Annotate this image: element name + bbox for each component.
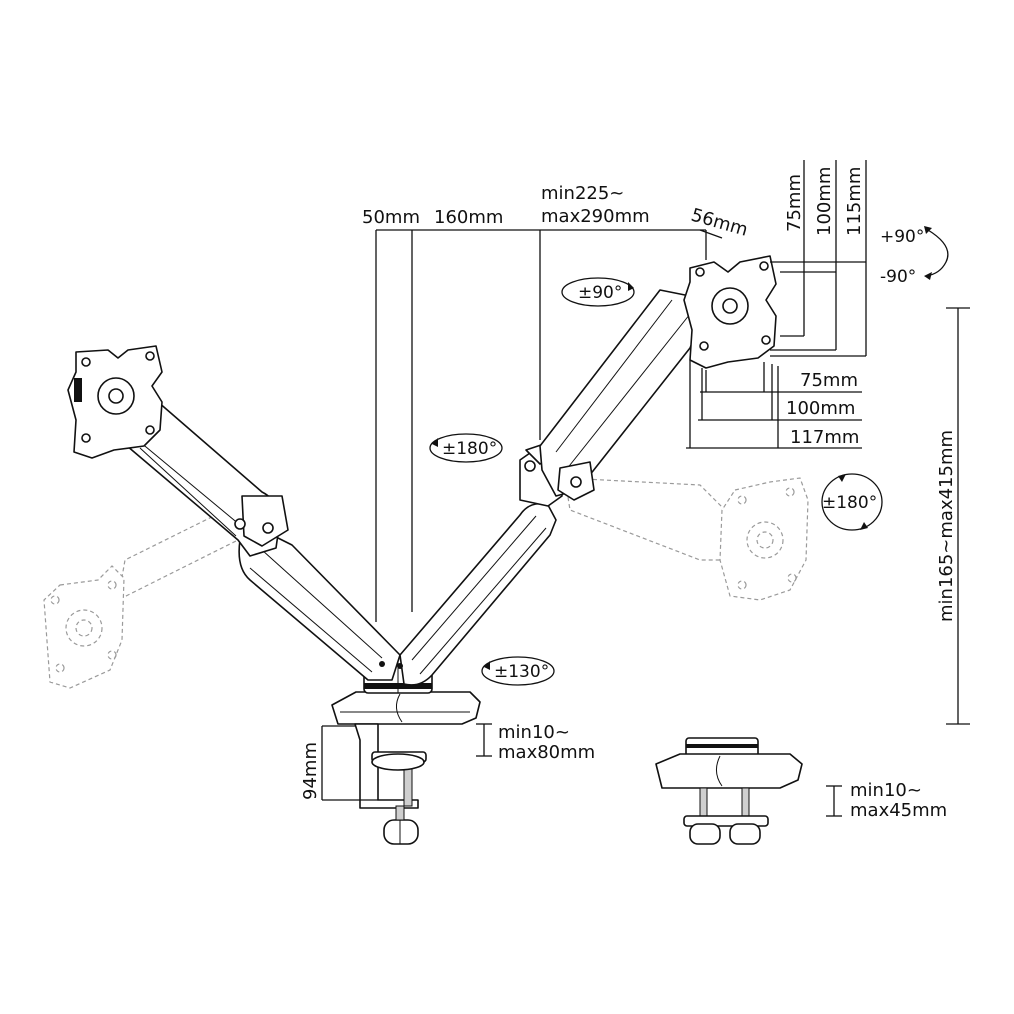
rotate-180-right-label: ±180°: [822, 493, 877, 513]
ghost-right-monitor-position: [564, 477, 809, 601]
grommet-base: [655, 737, 803, 845]
dimension-lines: [321, 160, 970, 817]
left-vesa-plate: [67, 345, 163, 459]
dimension-labels: 50mm 160mm min225~ max290mm 56mm 75mm 10…: [300, 167, 957, 821]
grommet-min-label: min10~: [850, 780, 922, 801]
right-lower-arm: [397, 502, 557, 686]
grommet-max-label: max45mm: [850, 800, 947, 821]
dim-160mm-label: 160mm: [434, 207, 503, 228]
clamp-max-label: max80mm: [498, 742, 595, 763]
tilt-down-label: -90°: [880, 267, 916, 287]
reach-max-label: max290mm: [541, 206, 650, 227]
right-upper-arm: [539, 289, 701, 501]
swivel-90-label: ±90°: [578, 283, 622, 303]
clamp-min-label: min10~: [498, 722, 570, 743]
base-94mm-label: 94mm: [300, 742, 321, 800]
reach-min-label: min225~: [541, 183, 624, 204]
tilt-up-label: +90°: [880, 227, 924, 247]
desk-clamp-base: [331, 691, 481, 845]
rotation-arrows: [429, 226, 949, 686]
rotation-labels: ±90° ±180° ±130° ±180° +90° -90°: [442, 227, 924, 682]
ghost-left-monitor-position: [43, 496, 251, 689]
dim-50mm-label: 50mm: [362, 207, 420, 228]
vesa-h117-label: 117mm: [790, 427, 859, 448]
rotate-180-left-label: ±180°: [442, 439, 497, 459]
rotate-130-label: ±130°: [494, 662, 549, 682]
vesa-v75-label: 75mm: [784, 174, 805, 232]
vesa-h75-label: 75mm: [800, 370, 858, 391]
right-vesa-plate: [683, 255, 777, 369]
height-range-label: min165~max415mm: [936, 430, 957, 622]
vesa-v100-label: 100mm: [814, 167, 835, 236]
vesa-v115-label: 115mm: [844, 167, 865, 236]
vesa-h100-label: 100mm: [786, 398, 855, 419]
dim-56mm-label: 56mm: [689, 205, 751, 241]
